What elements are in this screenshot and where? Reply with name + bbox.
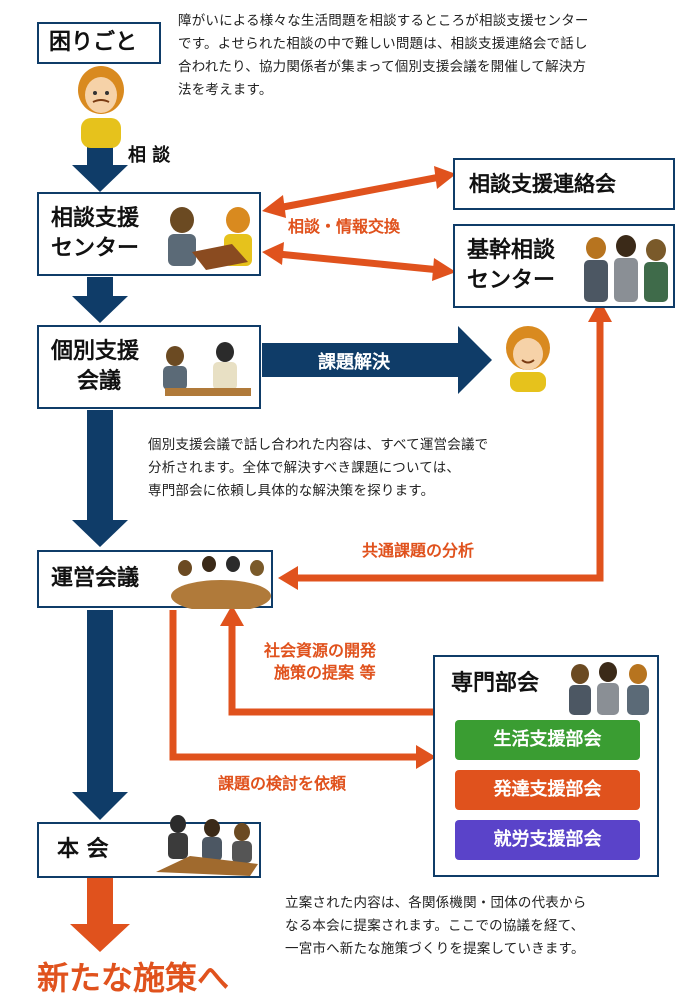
middle-line: 専門部会に依頼し具体的な解決策を探ります。: [148, 483, 435, 499]
development-label: 社会資源の開発 施策の提案 等: [250, 640, 376, 684]
intro-paragraph: 障がいによる様々な生活問題を相談するところが相談支援センター です。よせられた相…: [178, 10, 678, 102]
core-center-line2: センター: [467, 268, 556, 293]
down-arrow-to-individual: [72, 277, 128, 323]
down-arrow-to-main: [72, 610, 128, 820]
consultation-center-line2: センター: [51, 236, 140, 261]
down-arrow-consult: [72, 145, 128, 192]
development-support-committee: 発達支援部会: [455, 770, 640, 810]
middle-paragraph: 個別支援会議で話し合われた内容は、すべて運営会議で 分析されます。全体で解決すべ…: [148, 434, 568, 503]
consult-label: 相 談: [128, 145, 171, 166]
core-center-box: 基幹相談 センター: [453, 224, 675, 308]
individual-meeting-line2: 会議: [77, 369, 122, 394]
bottom-paragraph: 立案された内容は、各関係機関・団体の代表から なる本会に提案されます。ここでの協…: [285, 892, 675, 961]
employment-support-committee: 就労支援部会: [455, 820, 640, 860]
intro-line: 合われたり、協力関係者が集まって個別支援会議を開催して解決方: [178, 59, 587, 75]
staff-group-icon: [584, 235, 668, 302]
development-line1: 社会資源の開発: [264, 641, 377, 660]
trouble-title: 困りごと: [49, 30, 138, 55]
middle-line: 個別支援会議で話し合われた内容は、すべて運営会議で: [148, 437, 489, 453]
trouble-box: 困りごと: [37, 22, 161, 64]
core-center-line1: 基幹相談: [467, 238, 556, 263]
bottom-line: 一宮市へ新たな施策づくりを提案していきます。: [285, 941, 585, 957]
living-support-committee: 生活支援部会: [455, 720, 640, 760]
liaison-council-title: 相談支援連絡会: [469, 172, 616, 196]
conference-scene-icon: [156, 815, 258, 876]
counseling-scene-icon: [168, 207, 252, 270]
development-line2: 施策の提案 等: [274, 663, 376, 682]
final-label: 新たな施策へ: [37, 959, 230, 997]
round-table-icon: [171, 556, 271, 609]
intro-line: 法を考えます。: [178, 82, 273, 98]
operation-meeting-title: 運営会議: [51, 566, 140, 591]
individual-meeting-line1: 個別支援: [51, 339, 140, 364]
solve-label: 課題解決: [318, 352, 390, 373]
down-arrow-to-operation: [72, 410, 128, 547]
down-arrow-final: [70, 878, 130, 952]
intro-line: です。よせられた相談の中で難しい問題は、相談支援連絡会で話し: [178, 36, 588, 52]
committee-members-icon: [569, 662, 649, 715]
happy-person-icon: [506, 326, 550, 392]
middle-line: 分析されます。全体で解決すべき課題については、: [148, 460, 461, 476]
bottom-line: 立案された内容は、各関係機関・団体の代表から: [285, 895, 587, 911]
liaison-council-box: 相談支援連絡会: [453, 158, 675, 210]
worried-person-icon: [78, 66, 124, 148]
consultation-center-line1: 相談支援: [51, 206, 140, 231]
solve-arrow: [262, 326, 492, 394]
main-council-title: 本 会: [57, 837, 109, 862]
bottom-line: なる本会に提案されます。ここでの協議を経て、: [285, 918, 585, 934]
intro-line: 障がいによる様々な生活問題を相談するところが相談支援センター: [178, 13, 589, 29]
exchange-label: 相談・情報交換: [288, 217, 401, 236]
common-analysis-label: 共通課題の分析: [362, 541, 475, 560]
meeting-scene-icon: [163, 342, 251, 396]
request-label: 課題の検討を依頼: [218, 774, 347, 793]
expert-committee-title: 専門部会: [451, 671, 540, 696]
